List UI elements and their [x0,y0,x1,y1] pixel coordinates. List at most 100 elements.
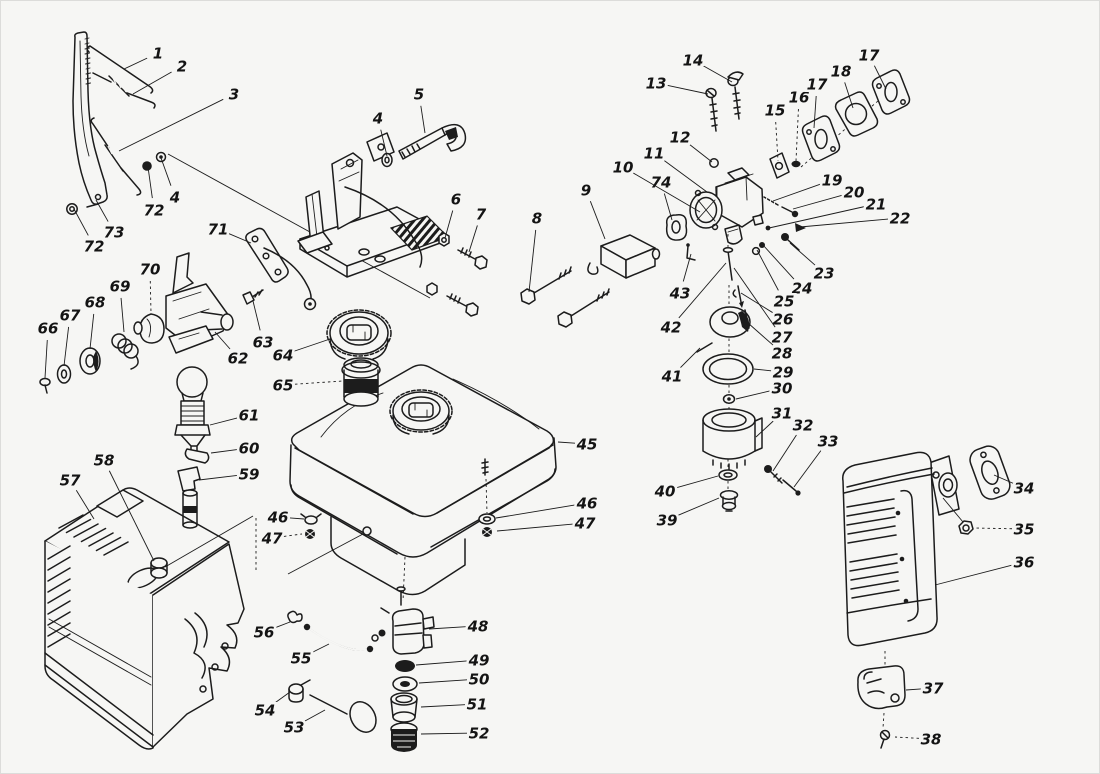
part-number-71: 71 [208,221,229,239]
part-number-27: 27 [772,329,793,347]
part-number-45: 45 [576,436,598,454]
leader-line-12 [689,144,713,163]
part-number-4: 4 [372,110,383,128]
leader-line-45 [557,441,576,444]
leader-line-47 [283,533,303,537]
leader-line-9 [589,201,606,240]
part-number-18: 18 [831,63,852,81]
leader-line-10 [633,172,701,213]
part-number-4: 4 [169,189,180,207]
leader-line-18 [844,82,854,109]
part-number-19: 19 [822,172,843,190]
leader-line-19 [772,183,821,202]
leader-line-11 [663,159,708,193]
part-number-13: 13 [646,75,667,93]
part-number-70: 70 [140,261,161,279]
leader-line-37 [905,688,922,691]
fuel-tank-drawing [287,309,557,596]
part-number-41: 41 [661,368,683,386]
leader-line-66 [44,339,48,379]
leader-line-74 [663,193,673,221]
leader-line-17 [813,95,817,129]
part-number-52: 52 [469,725,490,743]
part-number-33: 33 [818,433,839,451]
leader-line-65 [294,380,344,385]
leader-line-50 [418,679,468,684]
part-number-65: 65 [273,377,294,395]
carburetor-drawing [665,71,806,353]
part-number-57: 57 [60,472,81,490]
part-number-35: 35 [1014,521,1035,539]
part-number-11: 11 [644,145,665,163]
part-number-62: 62 [228,350,249,368]
part-number-39: 39 [657,512,678,530]
part-number-23: 23 [814,265,835,283]
leader-line-57 [75,489,95,520]
leader-line-59 [198,474,238,481]
muffler-drawing [842,445,1011,749]
leader-line-1 [123,57,148,70]
part-number-56: 56 [254,624,275,642]
mount-bolts-spacer-drawing [520,234,661,328]
leader-line-21 [768,206,865,229]
leader-line-72 [147,166,153,199]
part-number-46: 46 [267,509,289,527]
leader-line-20 [792,194,843,210]
leader-line-5 [420,105,426,134]
leader-line-23 [789,242,816,266]
intake-manifold-drawing [769,69,911,179]
leader-line-53 [304,709,326,722]
leader-line-40 [676,475,719,489]
part-number-43: 43 [669,285,691,303]
part-number-59: 59 [239,466,260,484]
part-number-40: 40 [654,483,676,501]
leader-line-26 [740,292,774,314]
part-number-47: 47 [261,530,283,548]
part-number-30: 30 [772,380,793,398]
part-number-67: 67 [60,307,81,325]
part-number-8: 8 [532,210,542,228]
leader-line-8 [528,229,537,293]
leader-line-25 [756,249,779,291]
leader-line-48 [428,626,467,630]
part-number-42: 42 [660,319,682,337]
part-number-37: 37 [923,680,944,698]
part-number-16: 16 [789,89,810,107]
leader-line-42 [678,262,727,319]
leader-line-63 [252,300,261,331]
leader-line-51 [420,704,466,708]
part-number-5: 5 [414,86,424,104]
leader-line-39 [677,497,720,516]
leader-line-73 [95,199,109,222]
leader-line-7 [468,225,478,253]
leader-line-41 [680,347,701,368]
part-number-7: 7 [476,206,487,224]
part-number-34: 34 [1014,480,1035,498]
leader-line-16 [795,108,799,162]
leader-line-13 [667,85,709,95]
leader-line-52 [420,732,468,735]
part-number-36: 36 [1014,554,1035,572]
engine-bracket-drawing [297,123,488,317]
part-number-12: 12 [670,129,691,147]
part-number-54: 54 [255,702,276,720]
part-number-6: 6 [451,191,461,209]
leader-line-28 [747,322,774,346]
part-number-49: 49 [468,652,490,670]
part-number-24: 24 [792,280,813,298]
part-number-50: 50 [469,671,490,689]
leader-line-72 [73,208,89,236]
part-number-17: 17 [807,76,828,94]
throttle-lever-assembly-drawing [66,31,431,299]
leader-line-33 [793,450,822,488]
part-number-20: 20 [844,184,865,202]
part-number-10: 10 [613,159,634,177]
leader-line-70 [149,280,152,314]
leader-line-38 [894,736,920,739]
leader-line-46 [495,504,576,519]
leader-line-34 [993,474,1014,484]
governor-control-drawing [39,227,317,394]
part-number-21: 21 [866,196,887,214]
part-number-74: 74 [651,174,672,192]
